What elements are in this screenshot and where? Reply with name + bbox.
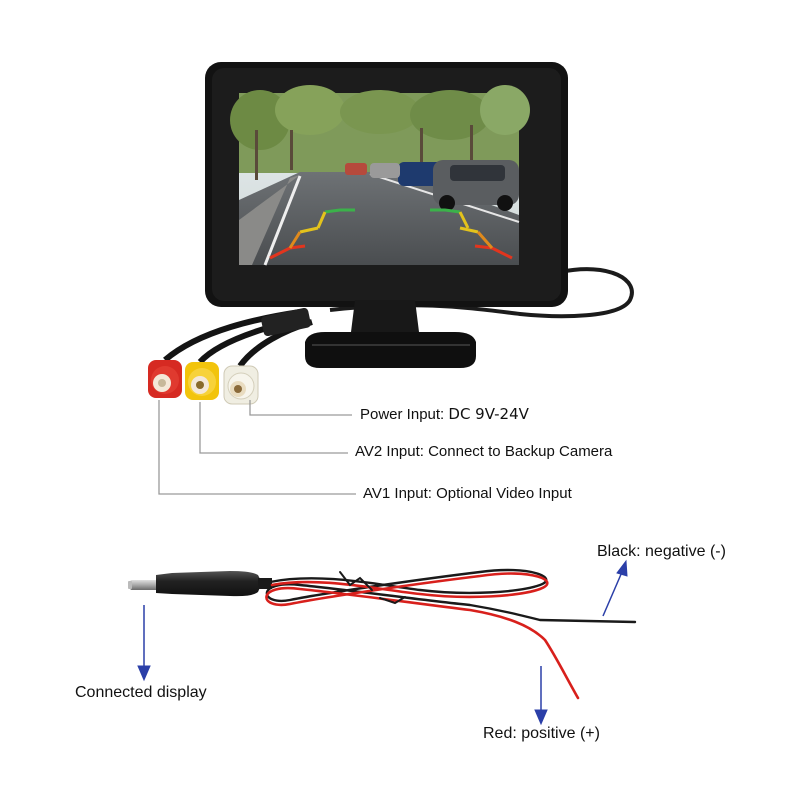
connected-display-label: Connected display <box>75 684 207 701</box>
rca-connector-power <box>223 365 259 405</box>
arrow-icon-red <box>534 666 548 726</box>
black-wire-label: Black: negative (-) <box>597 543 726 560</box>
screen-cars <box>345 160 519 211</box>
av2-input-label: AV2 Input: Connect to Backup Camera <box>355 443 613 460</box>
red-wire-label: Red: positive (+) <box>483 725 600 742</box>
av1-input-label: AV1 Input: Optional Video Input <box>363 485 572 502</box>
rca-connector-av1 <box>148 360 182 398</box>
power-input-prefix: Power Input: <box>360 406 445 423</box>
leader-lines <box>158 400 356 495</box>
wire-loop <box>265 568 637 700</box>
arrow-icon-connected <box>137 605 151 682</box>
parking-guidelines <box>269 208 513 260</box>
monitor <box>205 62 568 368</box>
power-input-value: DC 9V-24V <box>448 405 529 423</box>
screen-trees <box>230 85 530 180</box>
rca-connector-av2 <box>185 362 219 400</box>
dc-plug <box>128 571 272 597</box>
arrow-icon-black <box>602 559 628 617</box>
power-input-label: Power Input: DC 9V-24V <box>360 405 529 423</box>
